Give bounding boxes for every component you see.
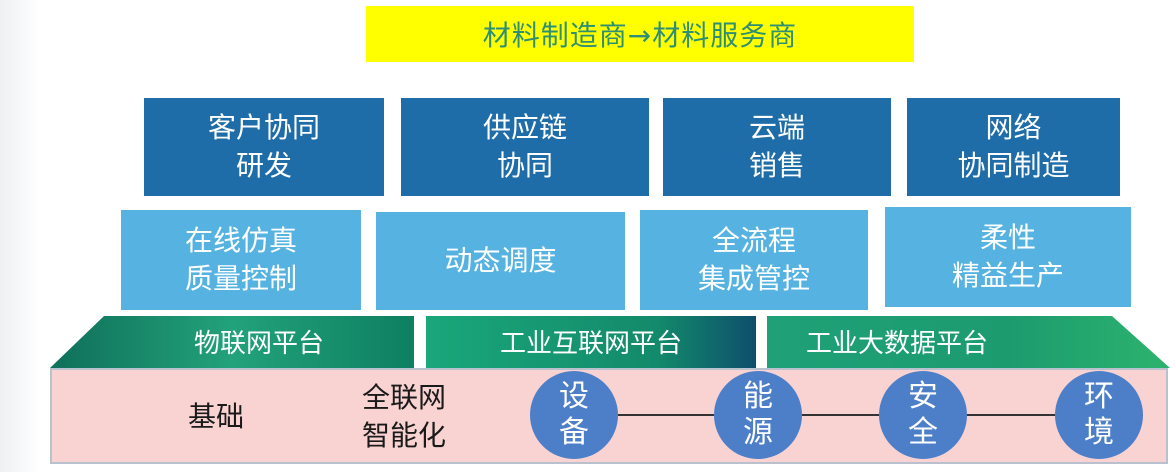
connector-line <box>967 414 1055 416</box>
box-line: 网络 <box>985 111 1042 144</box>
middle-box-lean-production: 柔性 精益生产 <box>885 207 1131 307</box>
foundation-circle-equipment: 设 备 <box>530 371 618 459</box>
box-line: 质量控制 <box>184 262 297 295</box>
box-line: 云端 <box>748 111 805 144</box>
box-line: 在线仿真 <box>184 224 297 257</box>
foundation-circle-environment: 环 境 <box>1055 371 1143 459</box>
circle-char: 能 <box>743 379 773 414</box>
circle-char: 境 <box>1084 415 1114 450</box>
box-line: 研发 <box>235 149 292 182</box>
middle-box-dynamic-scheduling: 动态调度 <box>376 212 625 310</box>
foundation-sublabel: 全联网 智能化 <box>362 379 446 455</box>
title-text: 材料制造商→材料服务商 <box>482 19 798 52</box>
foundation-sublabel-line: 全联网 <box>362 381 447 414</box>
box-line: 全流程 <box>711 224 796 257</box>
box-line: 柔性 <box>979 221 1036 254</box>
platform-big-data-label: 工业大数据平台 <box>805 328 988 359</box>
top-box-cloud-sales: 云端 销售 <box>663 98 891 196</box>
platform-iot-shape <box>50 316 414 368</box>
foundation-label: 基础 <box>188 400 245 433</box>
foundation-sublabel-line: 智能化 <box>362 419 447 452</box>
circle-char: 备 <box>559 415 589 450</box>
box-line: 销售 <box>748 149 805 182</box>
circle-char: 设 <box>559 379 589 414</box>
box-line: 客户协同 <box>207 111 320 144</box>
connector-line <box>618 414 714 416</box>
circle-char: 全 <box>908 415 938 450</box>
box-line: 动态调度 <box>444 244 557 277</box>
box-line: 集成管控 <box>697 262 810 295</box>
circle-char: 安 <box>908 379 938 414</box>
top-box-network-manufacturing: 网络 协同制造 <box>907 98 1120 196</box>
box-line: 供应链 <box>482 111 567 144</box>
foundation-circle-energy: 能 源 <box>714 371 802 459</box>
circle-char: 环 <box>1084 379 1114 414</box>
background-shade <box>0 0 40 472</box>
foundation-circle-safety: 安 全 <box>879 371 967 459</box>
platform-iot-label: 物联网平台 <box>193 328 324 359</box>
box-line: 协同制造 <box>957 149 1070 182</box>
connector-line <box>802 414 879 416</box>
middle-box-online-simulation: 在线仿真 质量控制 <box>121 210 361 310</box>
box-line: 协同 <box>496 149 553 182</box>
title-banner: 材料制造商→材料服务商 <box>366 6 914 62</box>
top-box-customer-rd: 客户协同 研发 <box>144 98 384 196</box>
top-box-supply-chain: 供应链 协同 <box>401 98 649 196</box>
platform-industrial-internet-shape <box>426 316 756 368</box>
box-line: 精益生产 <box>951 259 1064 292</box>
platform-industrial-internet-label: 工业互联网平台 <box>499 328 682 359</box>
platform-big-data-shape <box>767 316 1170 368</box>
platform-band <box>50 316 1170 368</box>
middle-box-process-control: 全流程 集成管控 <box>640 210 868 310</box>
circle-char: 源 <box>743 415 773 450</box>
